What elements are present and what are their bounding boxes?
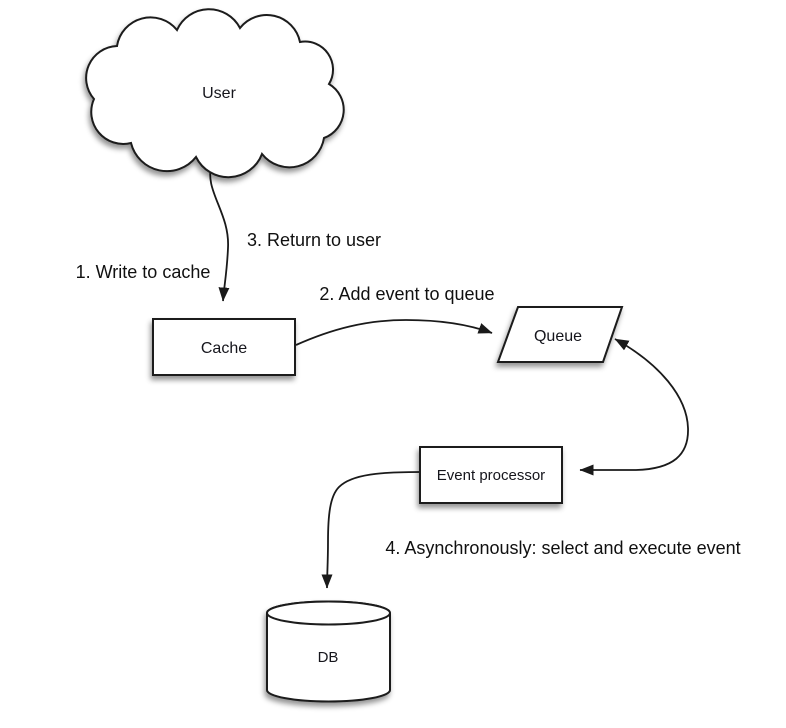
db-cylinder-top [266,600,391,626]
edge-user-to-cache [209,162,230,302]
queue-label: Queue [534,328,582,345]
event-processor-shape [419,446,563,504]
step4-label: 4. Asynchronously: select and execute ev… [385,538,740,558]
cache-label: Cache [201,340,247,357]
node-event-processor: Event processor [419,446,563,504]
edge-queue-event-processor [579,338,689,476]
node-db: DB [266,600,391,703]
edge-event-processor-to-db [321,471,421,589]
node-user: User [85,8,345,179]
event-processor-label: Event processor [437,467,545,484]
step1-label: 1. Write to cache [76,262,211,282]
queue-shape [496,306,624,363]
step3-label: 3. Return to user [247,230,381,250]
edge-cache-to-queue [295,319,493,346]
user-label: User [202,85,236,102]
cache-shape [152,318,296,376]
cloud-shape [85,8,345,179]
node-queue: Queue [496,306,624,363]
db-label: DB [318,649,339,666]
step2-label: 2. Add event to queue [319,284,494,304]
node-cache: Cache [152,318,296,376]
